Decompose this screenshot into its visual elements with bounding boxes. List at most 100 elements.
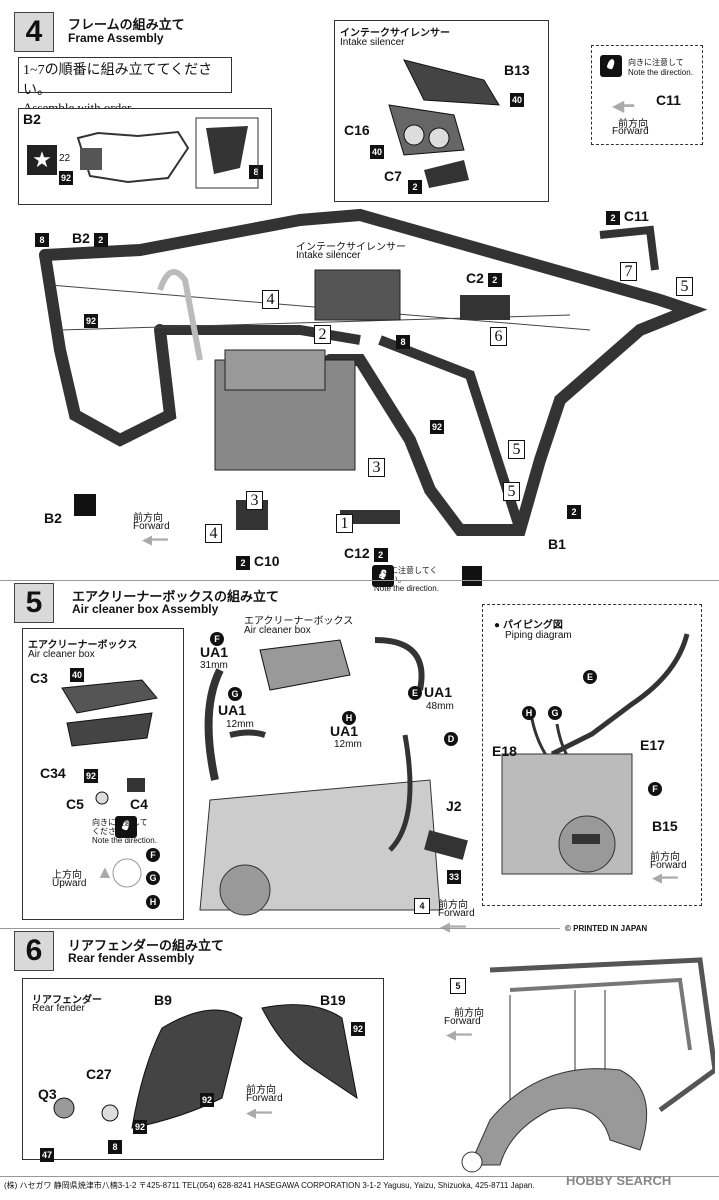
s5-note-icon: [114, 816, 137, 838]
step-4-number: 4: [14, 12, 54, 52]
b1-badge: 2: [567, 505, 581, 519]
step-num-5a: 5: [676, 277, 693, 296]
upward-en: Upward: [52, 878, 87, 889]
step-4-title-jp: フレームの組み立て: [68, 17, 185, 32]
c3-label: C3: [30, 670, 48, 686]
b2-detail-box: B2 ★ 22 92 8: [18, 108, 272, 205]
s6-fwd-jp: 前方向: [246, 1085, 276, 1096]
b1-lower-icon: [462, 566, 482, 586]
c5-label: C5: [66, 796, 84, 812]
c16-label: C16: [344, 122, 370, 138]
intake-mid-jp: インテークサイレンサー: [296, 242, 406, 253]
step-num-3: 3: [246, 491, 263, 510]
c34-label: C34: [40, 765, 66, 781]
b2-main-text: B2: [72, 230, 90, 246]
ua1-e-label: UA1: [424, 684, 453, 700]
hobby-search-watermark: HOBBY SEARCH: [566, 1173, 672, 1188]
s6-fwd-arrow-icon: ◀━━: [246, 1105, 272, 1120]
c4-label: C4: [130, 796, 148, 812]
e17-label: E17: [640, 737, 665, 753]
star-icon: ★: [27, 145, 57, 175]
s6-fwd-en: Forward: [246, 1093, 283, 1104]
piping-jp: ● パイピング図: [494, 620, 563, 631]
b19-label: B19: [320, 992, 346, 1008]
rear-fender-main-drawing: [461, 957, 715, 1173]
step-6-title-en: Rear fender Assembly: [68, 951, 195, 965]
note-direction-icon: [600, 55, 622, 77]
b2-detail-label: B2: [23, 111, 41, 127]
piping-drawing: [501, 633, 690, 875]
c27-label: C27: [86, 1066, 112, 1082]
j2-badge: 33: [447, 870, 461, 884]
c27-92-badge: 92: [133, 1120, 147, 1134]
b2-detail-drawing: [76, 117, 259, 189]
c10-badge: 2: [236, 556, 250, 570]
b2-detail-22: 22: [59, 153, 71, 164]
step-num-3-box: 3: [368, 458, 385, 477]
c34-badge: 92: [84, 769, 98, 783]
ua1-h-circle: H: [342, 711, 356, 725]
piping-fwd-arrow-icon: ◀━━: [652, 870, 678, 885]
ua1-f-len: 31mm: [200, 660, 228, 671]
c12-note-icon: [372, 565, 395, 587]
s4-forward-arrow-icon: ◀━━: [142, 532, 168, 547]
badge-92b: 92: [430, 420, 444, 434]
s5-mid-jp: エアクリーナーボックス: [244, 616, 354, 627]
s4-forward-jp: 前方向: [133, 513, 163, 524]
s5-fwd-arrow-icon: ◀━━: [440, 919, 466, 934]
c11-badge: 2: [606, 211, 620, 225]
upward-arrow-icon: ▲: [96, 862, 114, 882]
s5-note-jp: 向きに注意してください。: [92, 818, 148, 836]
ua1-f-circle: F: [210, 632, 224, 646]
s5-step4-ref: 4: [414, 898, 430, 914]
q3-badge: 47: [40, 1148, 54, 1162]
step-6-number: 6: [14, 931, 54, 971]
s5-g-badge: G: [146, 871, 160, 885]
b9-label: B9: [154, 992, 172, 1008]
step-divider-2: [0, 928, 560, 929]
c11-note-jp: 向きに注意して: [628, 58, 684, 67]
b92-badge: 92: [84, 314, 98, 328]
step-num-5c: 5: [503, 482, 520, 501]
c12-badge: 2: [373, 548, 388, 562]
badge-8b: 8: [396, 335, 410, 349]
step-5-number: 5: [14, 583, 54, 623]
b1-label: B1: [548, 536, 566, 552]
air-cleaner-main-drawing: [199, 637, 468, 916]
piping-fwd-jp: 前方向: [650, 852, 680, 863]
step-num-4a: 4: [262, 290, 279, 309]
intake-top-en: Intake silencer: [340, 37, 405, 48]
c2-label: C2 2: [466, 270, 502, 287]
intake-mid-en: Intake silencer: [296, 250, 361, 261]
b13-label: B13: [504, 62, 530, 78]
s5-mid-en: Air cleaner box: [244, 625, 311, 636]
s6-step5-ref: 5: [450, 978, 466, 994]
rear-fender-parts-drawing: [53, 1004, 358, 1129]
ua1-g-len: 12mm: [226, 719, 254, 730]
ua1-e-len: 48mm: [426, 701, 454, 712]
d-circle: D: [444, 732, 458, 746]
step-5-title-jp: エアクリーナーボックスの組み立て: [72, 589, 279, 604]
c11-text: C11: [623, 208, 649, 224]
air-cleaner-parts-drawing: [61, 679, 158, 888]
b2-lower-icon: [74, 494, 96, 516]
step-num-6: 6: [490, 327, 507, 346]
piping-h-circle: H: [522, 706, 536, 720]
upward-jp: 上方向: [52, 870, 82, 881]
s5-f-badge: F: [146, 848, 160, 862]
step-num-1: 1: [336, 514, 353, 533]
order-note-box: 1~7の順番に組み立ててください。 Assemble with order.: [18, 57, 232, 115]
q3-label: Q3: [38, 1086, 57, 1102]
c3-badge: 40: [70, 668, 84, 682]
intake-top-jp: インテークサイレンサー: [340, 28, 450, 39]
s4-forward-en: Forward: [133, 521, 170, 532]
c27-badge: 8: [108, 1140, 122, 1154]
c12-label: C12 2: [344, 545, 388, 562]
ua1-h-label: UA1: [330, 723, 359, 739]
copyright-text: © PRINTED IN JAPAN: [565, 924, 648, 933]
c7-label: C7: [384, 168, 402, 184]
ua1-e-circle: E: [408, 686, 422, 700]
s5-box-jp: エアクリーナーボックス: [28, 640, 138, 651]
ua1-f-label: UA1: [200, 644, 229, 660]
c2-badge: 2: [487, 273, 502, 287]
